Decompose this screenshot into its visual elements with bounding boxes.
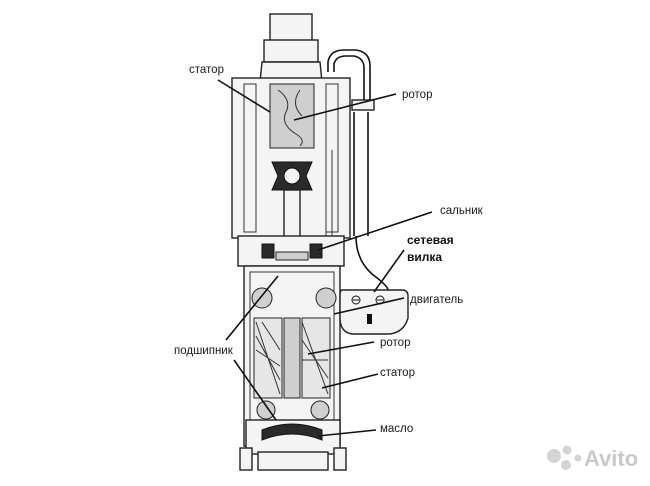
labels: статор ротор сальник сетевая вилка двига… <box>174 64 484 435</box>
pump-illustration <box>231 13 409 471</box>
leader-bearing-down <box>233 359 277 421</box>
leader-oil <box>317 429 377 437</box>
leader-bearing-up <box>225 275 279 341</box>
label-plug-line1: сетевая <box>407 233 454 247</box>
label-bearing: подшипник <box>174 345 234 357</box>
avito-watermark: Avito <box>547 445 638 471</box>
label-plug-line2: вилка <box>407 250 442 264</box>
leader-lines <box>217 79 433 437</box>
label-stator-bottom: статор <box>380 367 415 379</box>
watermark-text: Avito <box>584 446 638 471</box>
leader-rotor-bottom <box>307 341 375 355</box>
label-stator-top: статор <box>189 64 224 76</box>
label-oil: масло <box>380 423 413 435</box>
label-rotor-bottom: ротор <box>380 337 410 349</box>
label-motor: двигатель <box>410 294 463 306</box>
label-gland: сальник <box>440 205 484 217</box>
leader-gland <box>317 211 433 251</box>
leader-rotor-top <box>293 93 397 121</box>
label-rotor-top: ротор <box>402 89 432 101</box>
leader-stator-top <box>217 79 271 113</box>
leader-stator-bottom <box>321 373 379 389</box>
leader-plug <box>373 249 405 293</box>
leader-motor <box>333 297 405 315</box>
avito-dots-icon <box>547 445 582 470</box>
